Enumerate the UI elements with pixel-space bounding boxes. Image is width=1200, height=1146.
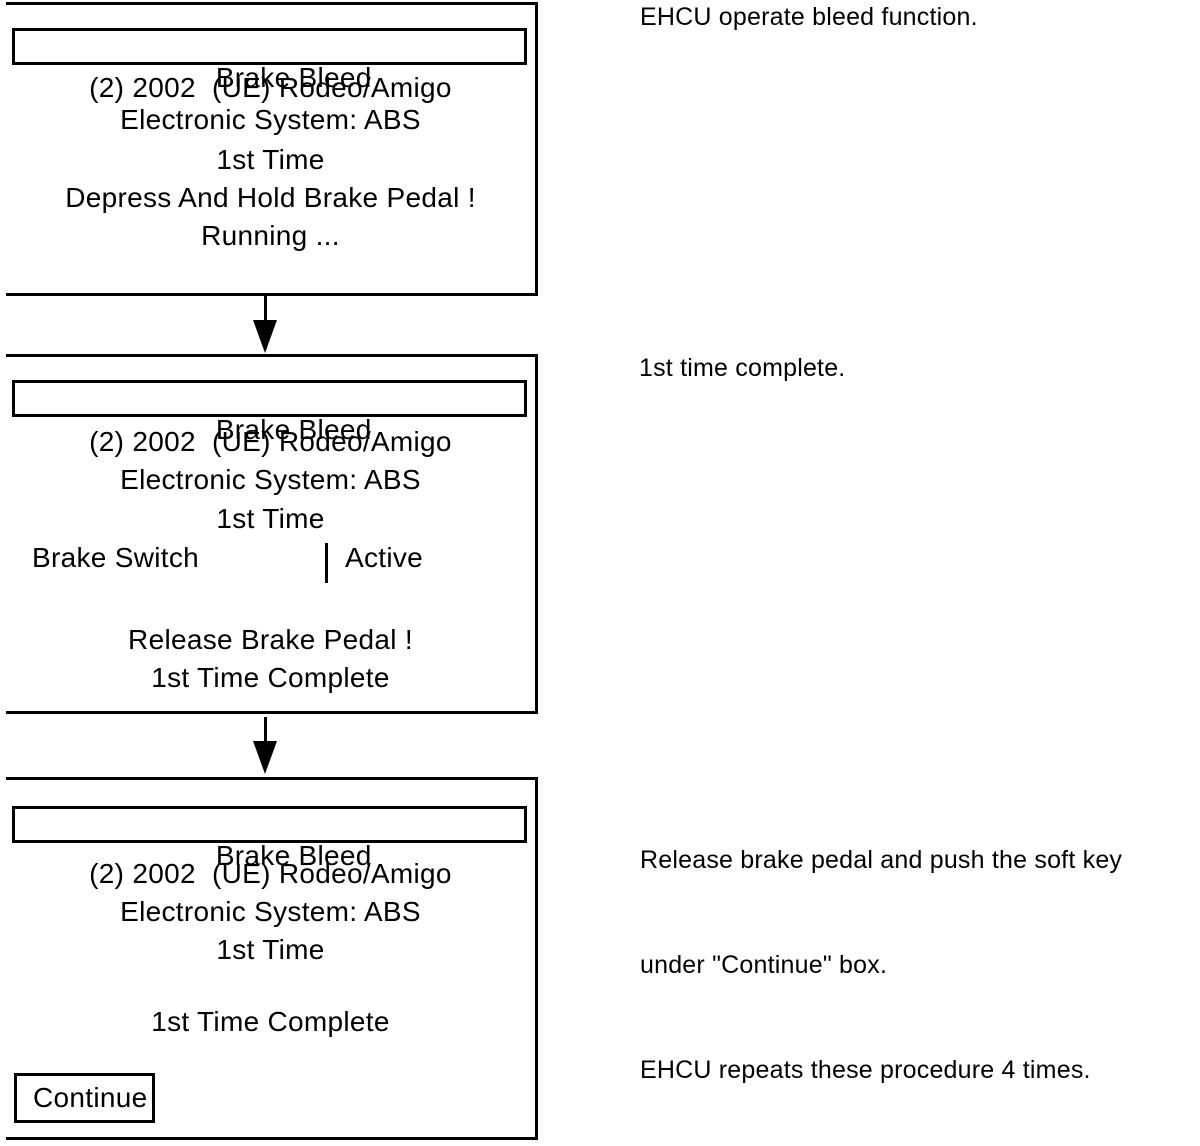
screen-title-bar: Brake Bleed [12,28,527,93]
annotation-step1: EHCU operate bleed function. [640,3,978,31]
screen-box-release: Brake Bleed (2) 2002 (UE) Rodeo/Amigo El… [6,354,538,714]
arrow-down-icon [253,296,277,353]
value-separator [325,543,328,583]
screen-line-vehicle: (2) 2002 (UE) Rodeo/Amigo [89,72,452,103]
screen-line-running: Running ... [201,220,340,251]
arrow-head [253,320,277,353]
screen-title: Brake Bleed [215,840,372,871]
continue-button[interactable]: Continue [14,1073,155,1123]
screen-line-step: 1st Time [216,934,325,965]
screen-line-complete: 1st Time Complete [151,1006,390,1037]
arrow-head [253,741,277,774]
screen-box-running: Brake Bleed (2) 2002 (UE) Rodeo/Amigo El… [6,2,538,296]
screen-line-vehicle: (2) 2002 (UE) Rodeo/Amigo [89,858,452,889]
annotation-line: Release brake pedal and push the soft ke… [640,846,1123,874]
screen-title-bar: Brake Bleed [12,806,527,871]
screen-box-continue: Brake Bleed (2) 2002 (UE) Rodeo/Amigo El… [6,777,538,1140]
screen-line-system: Electronic System: ABS [120,896,421,927]
screen-line-step: 1st Time [216,144,325,175]
screen-line-system: Electronic System: ABS [120,464,421,495]
arrow-down-icon [253,717,277,774]
data-row-value: Active [345,542,424,573]
annotation-step2: 1st time complete. [639,354,846,382]
screen-line-complete: 1st Time Complete [151,662,390,693]
screen-line-instruction: Depress And Hold Brake Pedal ! [65,182,476,213]
screen-line-instruction: Release Brake Pedal ! [128,624,413,655]
screen-line-step: 1st Time [216,503,325,534]
screen-title: Brake Bleed [215,414,372,445]
screen-title-bar: Brake Bleed [12,380,527,445]
annotation-step3: Release brake pedal and push the soft ke… [640,773,1122,1146]
screen-line-vehicle: (2) 2002 (UE) Rodeo/Amigo [89,426,452,457]
annotation-line: under "Continue" box. [640,951,888,979]
annotation-line: EHCU repeats these procedure 4 times. [640,1056,1091,1084]
data-row-label: Brake Switch [32,542,199,573]
arrow-stem [264,296,267,324]
screen-title: Brake Bleed [215,62,372,93]
arrow-stem [264,717,267,745]
screen-line-system: Electronic System: ABS [120,104,421,135]
